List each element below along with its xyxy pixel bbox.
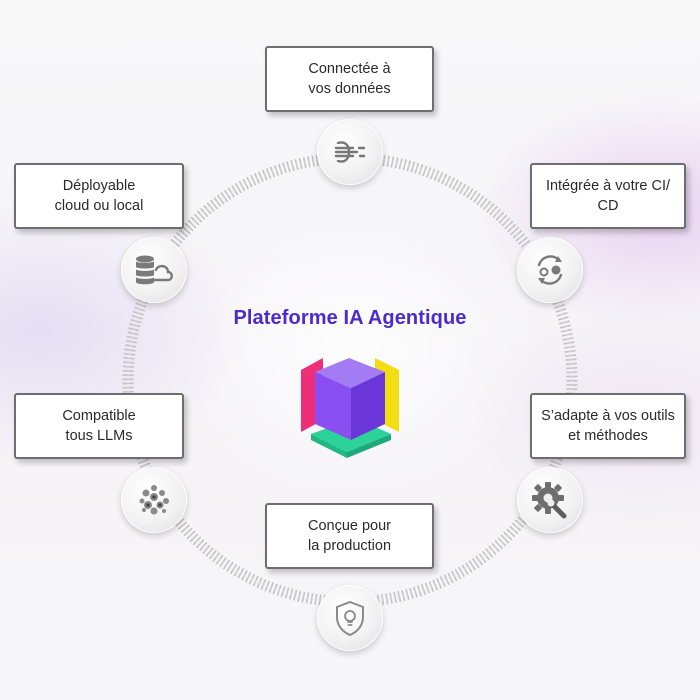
sync-cycle-icon	[517, 237, 583, 303]
feature-production-ready: Conçue pour la production	[265, 503, 434, 569]
feature-all-llms: Compatible tous LLMs	[14, 393, 184, 459]
database-cloud-icon	[121, 237, 187, 303]
shield-bulb-icon	[317, 585, 383, 651]
agentic-cube-logo	[295, 348, 405, 460]
gear-wrench-icon	[517, 467, 583, 533]
feature-cloud-or-local: Déployable cloud ou local	[14, 163, 184, 229]
feature-connected-data: Connectée à vos données	[265, 46, 434, 112]
feature-ci-cd-integration: Intégrée à votre CI/ CD	[530, 163, 686, 229]
platform-title: Plateforme IA Agentique	[200, 307, 500, 330]
feature-adapts-tools: S’adapte à vos outils et méthodes	[530, 393, 686, 459]
wind-flow-icon	[317, 119, 383, 185]
neural-network-icon	[121, 467, 187, 533]
